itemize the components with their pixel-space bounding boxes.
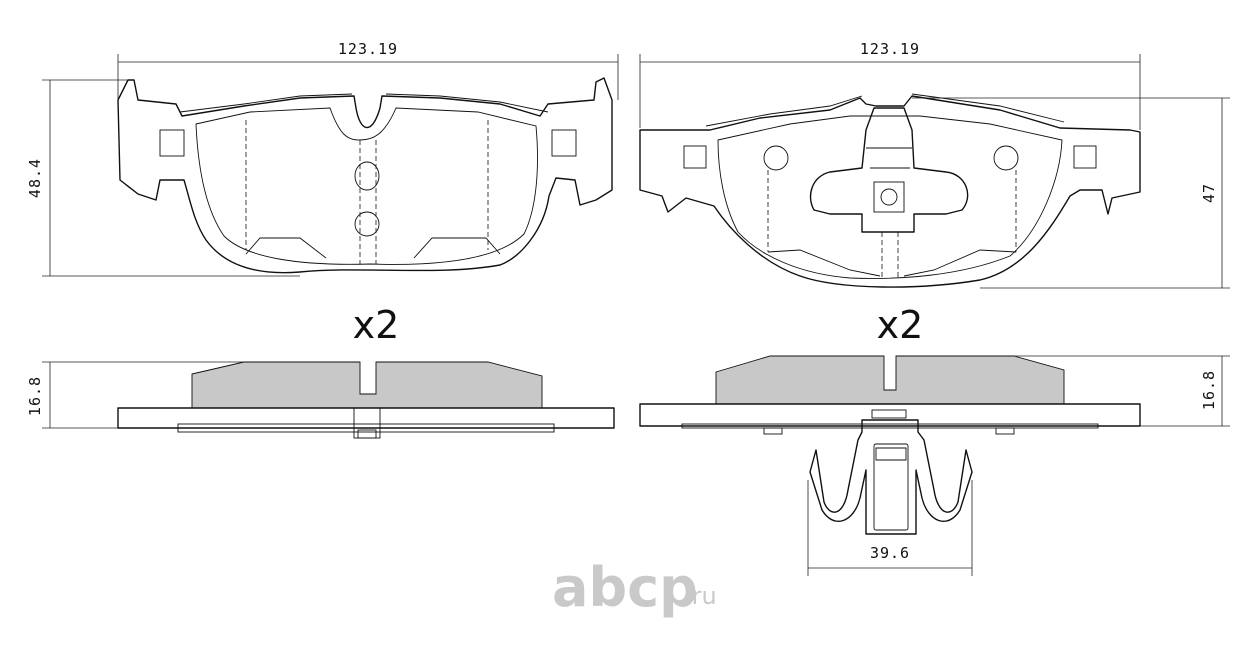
abcp-watermark: abcp .ru <box>552 556 717 619</box>
left-pad-side-view <box>117 361 615 439</box>
left-pad-height-label: 48.4 <box>26 158 44 198</box>
right-pad-clip-nut-left <box>763 427 783 435</box>
right-pad-clip-base <box>871 409 907 419</box>
right-pad-shim <box>681 423 1099 429</box>
left-pad-top-rail <box>179 93 549 113</box>
right-pad-right-tab <box>1073 145 1097 169</box>
left-pad-right-tab <box>551 129 577 157</box>
left-pad-wear-slot <box>359 140 377 264</box>
right-pad-width-label: 123.19 <box>860 40 920 58</box>
right-pad-friction-block <box>715 355 1065 405</box>
right-pad-left-hole <box>763 145 789 171</box>
left-pad-backing-plate-side <box>117 407 615 429</box>
right-pad-friction-outline <box>717 115 1063 279</box>
left-pad-quantity: x2 <box>353 303 400 347</box>
left-pad-friction-outline <box>195 107 538 265</box>
right-pad-backing-plate-outline <box>639 95 1141 288</box>
right-pad-clip-front <box>809 107 969 233</box>
right-pad-height-label: 47 <box>1200 183 1218 203</box>
left-pad-inner-chamfer <box>245 237 501 259</box>
left-pad-width-label: 123.19 <box>338 40 398 58</box>
right-pad-top-rail <box>705 93 1065 127</box>
left-pad-shim <box>177 423 555 433</box>
right-pad-right-hole <box>993 145 1019 171</box>
clip-width-label: 39.6 <box>870 544 910 562</box>
right-width-dimension: 123.19 <box>639 40 1141 130</box>
left-pad-upper-hole <box>354 161 380 191</box>
left-pad-front-view <box>117 77 613 274</box>
right-pad-clip-hole <box>880 188 898 206</box>
right-pad-side-view <box>639 355 1141 535</box>
left-pad-lower-hole <box>354 211 380 237</box>
watermark-domain: .ru <box>684 582 717 610</box>
right-pad-clip-window <box>873 443 909 531</box>
clip-width-dimension: 39.6 <box>807 480 973 576</box>
watermark-brand: abcp <box>552 556 698 619</box>
right-pad-front-view <box>639 93 1141 288</box>
right-pad-inner-chamfer <box>767 249 1017 277</box>
left-width-dimension: 123.19 <box>117 40 619 100</box>
right-pad-backing-plate-side <box>639 403 1141 427</box>
right-pad-left-tab <box>683 145 707 169</box>
left-height-dimension: 48.4 <box>26 79 300 277</box>
left-pad-pin-tip <box>357 429 377 439</box>
right-thickness-dimension: 16.8 <box>1014 355 1230 427</box>
left-pad-left-tab <box>159 129 185 157</box>
left-pad-backing-plate-outline <box>117 77 613 274</box>
right-pad-spring-clip <box>809 419 973 535</box>
right-pad-clip-square <box>873 181 905 213</box>
right-pad-clip-slot <box>881 232 899 278</box>
left-thickness-dimension: 16.8 <box>26 361 244 429</box>
right-pad-clip-band <box>866 147 912 169</box>
right-pad-clip-tab <box>875 447 907 461</box>
left-pad-thickness-label: 16.8 <box>26 376 44 416</box>
left-pad-friction-block <box>191 361 543 409</box>
right-pad-thickness-label: 16.8 <box>1200 370 1218 410</box>
right-pad-quantity: x2 <box>877 303 924 347</box>
right-height-dimension: 47 <box>912 97 1230 289</box>
right-pad-clip-nut-right <box>995 427 1015 435</box>
